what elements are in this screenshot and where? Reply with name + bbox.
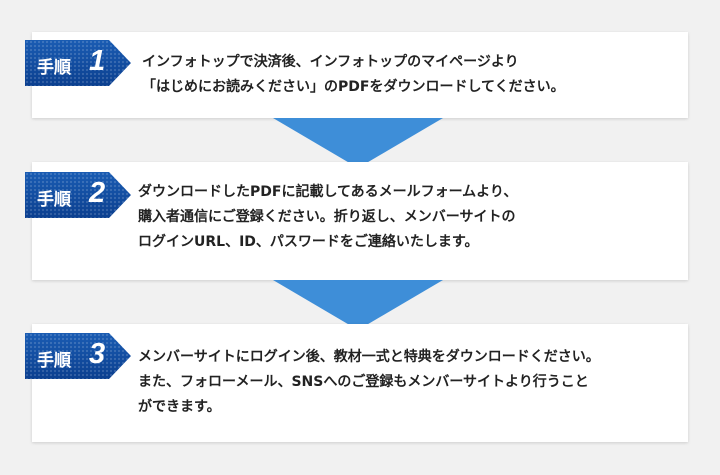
step-2-card: ダウンロードしたPDFに記載してあるメールフォームより、 購入者通信にご登録くだ… [32, 162, 688, 280]
step-2-description: ダウンロードしたPDFに記載してあるメールフォームより、 購入者通信にご登録くだ… [138, 180, 680, 255]
step-1-description: インフォトップで決済後、インフォトップのマイページより 「はじめにお読みください… [142, 50, 680, 100]
step-3-badge-number: 3 [89, 338, 106, 370]
step-3-badge: 手順 3 [25, 333, 131, 379]
down-arrow-icon [273, 118, 443, 168]
step-2-badge-number: 2 [89, 177, 106, 209]
step-2-line-3: ログインURL、ID、パスワードをご連絡いたします。 [138, 234, 479, 250]
step-3-line-1: メンバーサイトにログイン後、教材一式と特典をダウンロードください。 [138, 349, 600, 365]
step-3-card: メンバーサイトにログイン後、教材一式と特典をダウンロードください。 また、フォロ… [32, 324, 688, 442]
step-2-line-2: 購入者通信にご登録ください。折り返し、メンバーサイトの [138, 209, 516, 225]
step-1-card: インフォトップで決済後、インフォトップのマイページより 「はじめにお読みください… [32, 32, 688, 118]
step-3-description: メンバーサイトにログイン後、教材一式と特典をダウンロードください。 また、フォロ… [138, 345, 680, 420]
step-1-badge: 手順 1 [25, 40, 131, 86]
step-3-line-3: ができます。 [138, 399, 221, 415]
step-1-line-1: インフォトップで決済後、インフォトップのマイページより [142, 54, 519, 70]
step-1-badge-number: 1 [89, 45, 106, 77]
step-2-line-1: ダウンロードしたPDFに記載してあるメールフォームより、 [138, 184, 518, 200]
down-arrow-icon [273, 280, 443, 330]
step-1-badge-label: 手順 [37, 58, 71, 78]
step-2-badge: 手順 2 [25, 172, 131, 218]
step-3-line-2: また、フォローメール、SNSへのご登録もメンバーサイトより行うこと [138, 374, 589, 390]
step-2-badge-label: 手順 [37, 190, 71, 210]
step-1-line-2: 「はじめにお読みください」のPDFをダウンロードしてください。 [142, 79, 565, 95]
step-3-badge-label: 手順 [37, 351, 71, 371]
